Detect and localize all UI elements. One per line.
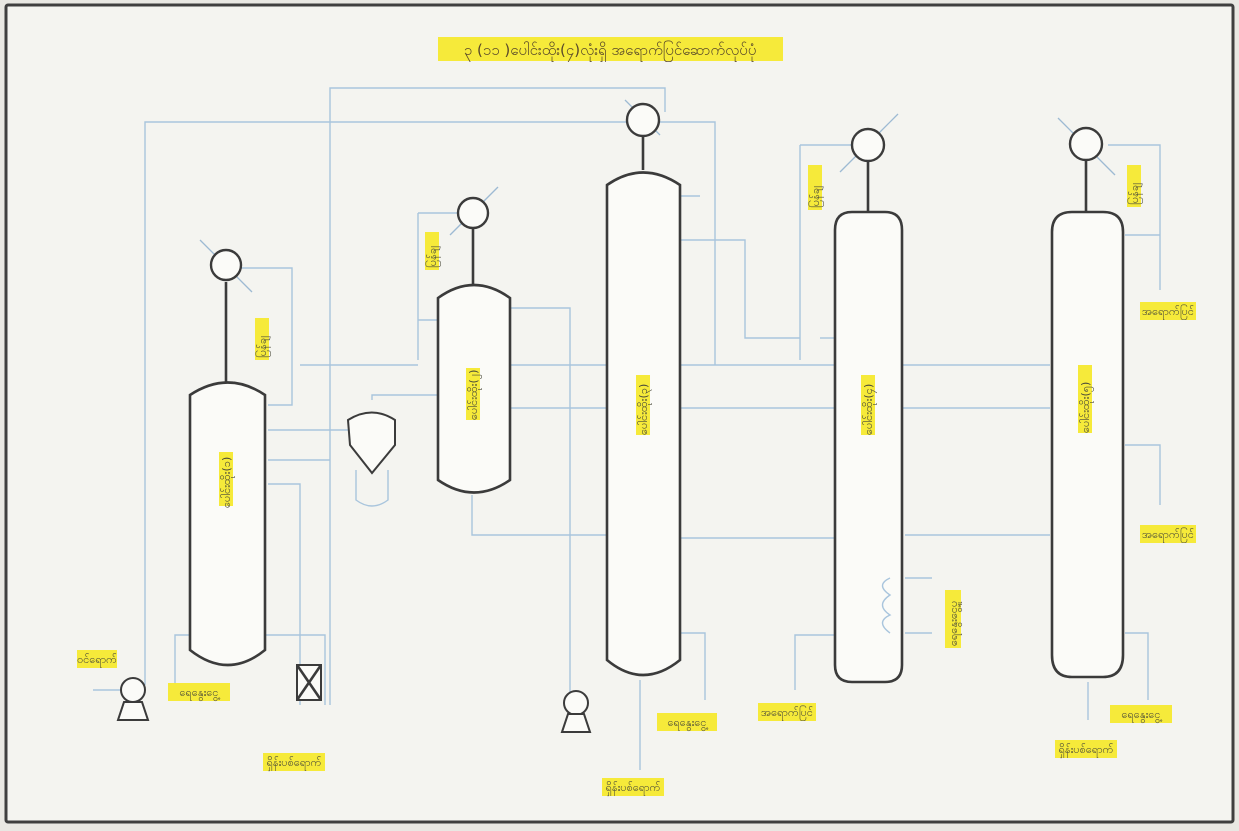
steam-label-3: ရေနွေးငွေ့ [1121, 708, 1161, 723]
pump-icon [560, 690, 592, 733]
distillation-column-4[interactable] [833, 160, 904, 684]
condenser-icon [1057, 117, 1116, 176]
reflux-label-2: ပြန်ချ [425, 246, 441, 268]
product-label-mid: အရောက်ပြင် [1142, 527, 1194, 543]
reflux-label-4: ပြန်ချ [1127, 183, 1143, 205]
filter-icon [295, 664, 323, 701]
condenser-icon [199, 239, 253, 293]
steam-label-1: ရေနွေးငွေ့ [179, 686, 219, 701]
product-label-4: အရောက်ပြင် [761, 705, 813, 721]
feed-label: ဝင်ရောက် [77, 653, 117, 668]
column-3-label: ပေါင်းထိုး(၃) [637, 384, 652, 435]
distillation-column-1[interactable] [188, 282, 267, 667]
column-1-label: ပေါင်းထိုး(၁) [220, 457, 235, 508]
waste-label-3: ရှိန်းပစ်ရောက် [1059, 743, 1114, 758]
waste-label-1: ရှိန်းပစ်ရောက် [267, 756, 322, 771]
distillation-column-5[interactable] [1050, 160, 1125, 679]
column-5-label: ပေါင်းထိုး(၅) [1079, 382, 1094, 433]
diagram-title: ၃ (၁၁ )ပေါင်းထိုး(၄)လုံးရှိ အရောက်ပြင်ဆေ… [464, 40, 757, 62]
column-4-label: ပေါင်းထိုး(၄) [862, 384, 877, 435]
decanter-icon [346, 411, 396, 507]
steam-label-2: ရေနွေးငွေ့ [667, 716, 707, 731]
condenser-icon [624, 99, 661, 138]
column-2-label: ပေါင်းထိုး(၂) [467, 370, 482, 420]
title-highlight [438, 37, 783, 61]
condenser-icon [449, 186, 499, 236]
reflux-label-1: ပြန်ချ [255, 336, 271, 358]
product-label-top: အရောက်ပြင် [1142, 304, 1194, 320]
condenser-icon [839, 113, 899, 173]
reflux-label-3: ပြန်ချ [808, 186, 824, 208]
reboiler-coil-icon [881, 577, 892, 634]
feed-pump-icon [93, 677, 150, 721]
waste-label-2: ရှိန်းပစ်ရောက် [606, 781, 661, 796]
reboiler-steam-label: ရေနွေးငွေ့ပူ [947, 601, 962, 646]
